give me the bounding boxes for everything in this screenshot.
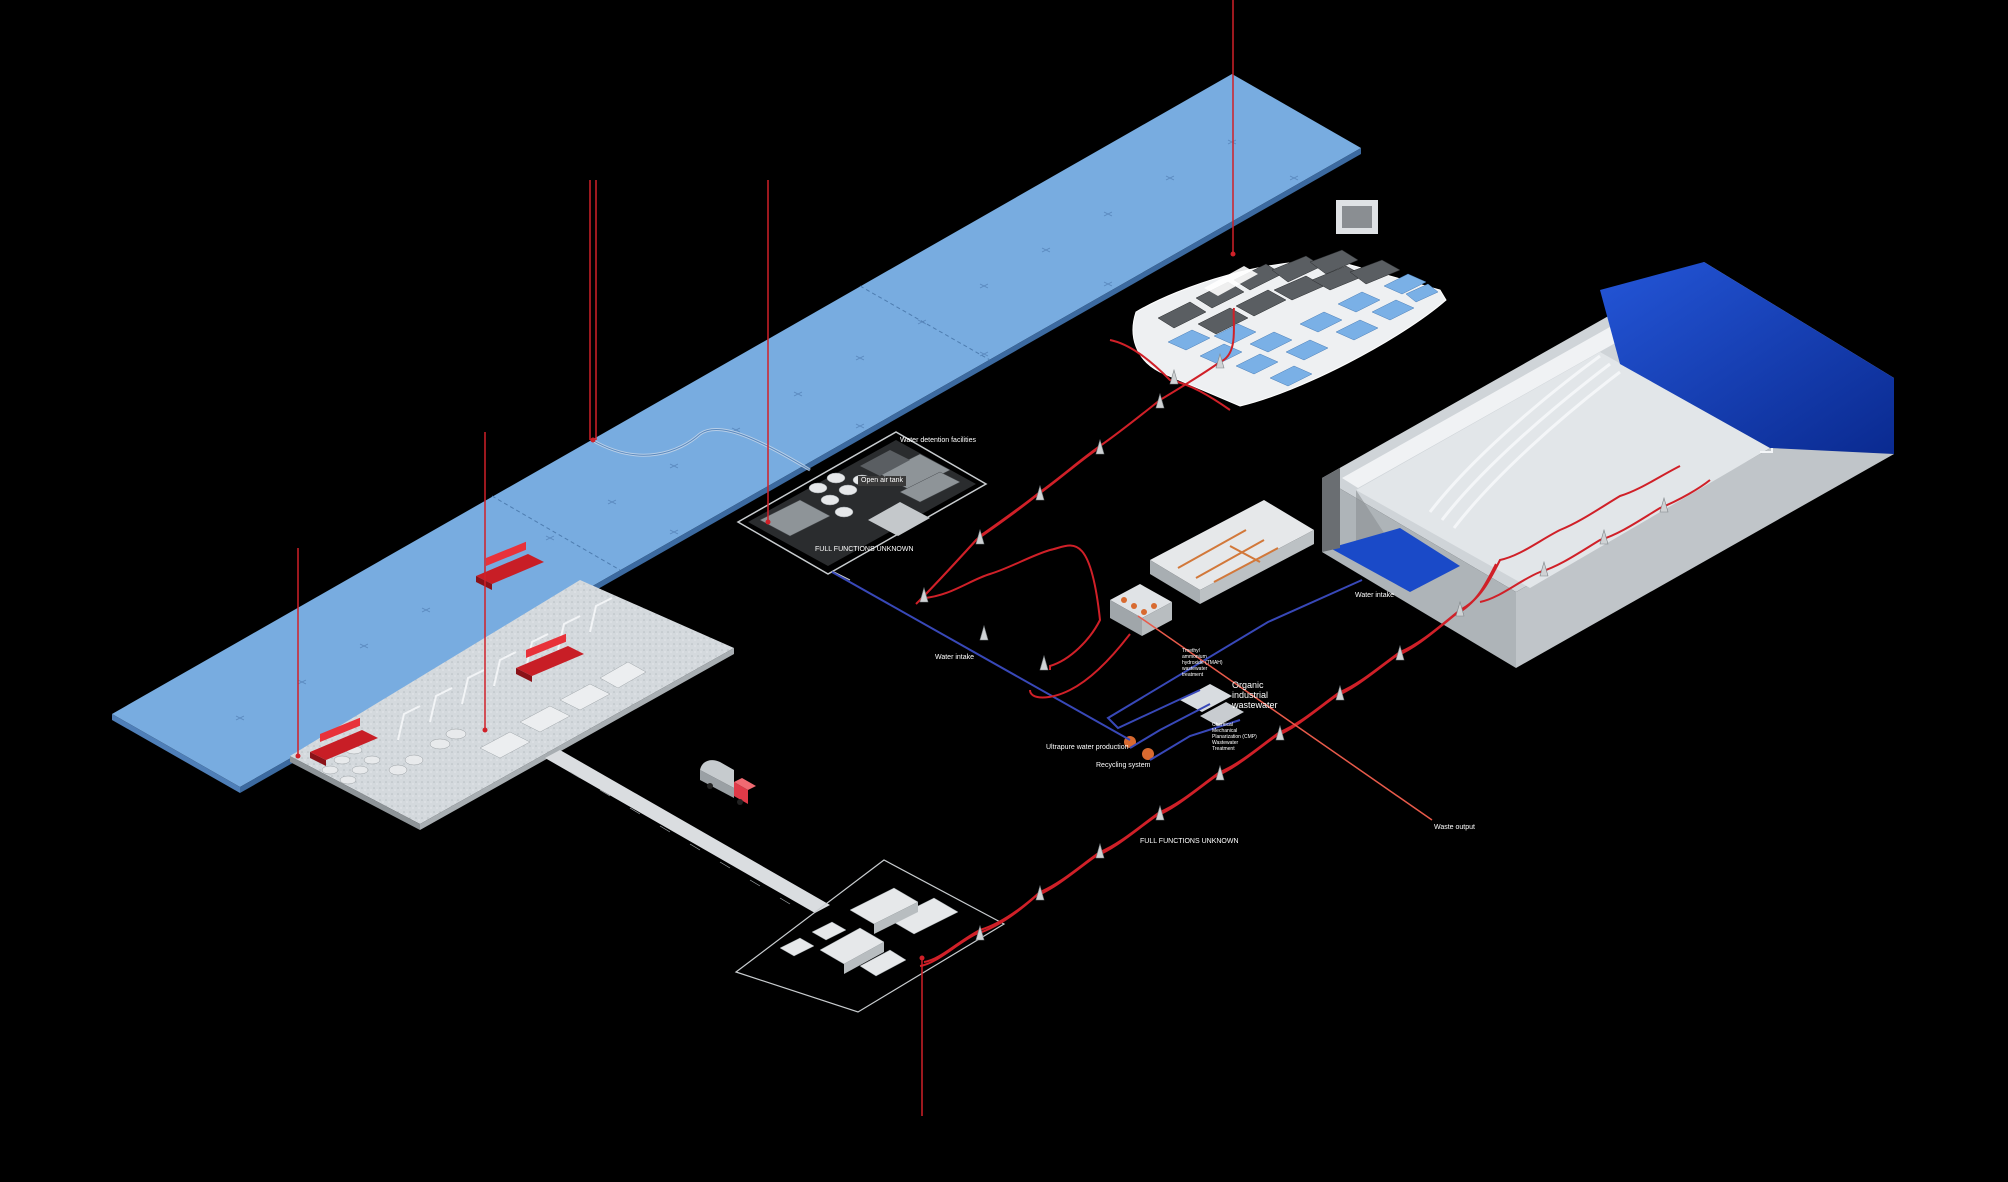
label-full-functions-unknown-2: FULL FUNCTIONS UNKNOWN [1140, 838, 1239, 845]
callout-dots [295, 251, 1236, 961]
waste-output-line [1137, 615, 1433, 821]
storage-tanks [321, 728, 467, 785]
road-markings [569, 771, 791, 905]
water-detention-facility [736, 431, 988, 581]
label-water-intake-right: Water intake [1355, 592, 1395, 599]
label-water-detention-facilities: Water detention facilities [900, 437, 976, 444]
label-tmah-wastewater: Tmethyl ammonium hydroxide (TMAH) wastew… [1182, 648, 1223, 678]
warehouses [479, 661, 647, 759]
label-ultrapure-water-production: Ultrapure water production [1046, 744, 1129, 751]
dam-reservoir [1322, 262, 1894, 668]
tanker-truck-icon [700, 760, 756, 805]
label-organic-industrial-wastewater: Organic industrial wastewater [1232, 680, 1278, 710]
label-waste-output: Waste output [1434, 824, 1475, 831]
label-full-functions-unknown-1: FULL FUNCTIONS UNKNOWN [815, 546, 914, 553]
port-yard [290, 580, 830, 913]
wastewater-treatment-plant [1110, 500, 1314, 760]
grid-marks [235, 139, 1299, 721]
callout-leaders [297, 0, 1234, 1116]
water-surface [112, 74, 1361, 793]
label-water-intake-left: Water intake [935, 654, 975, 661]
label-open-air-tank: Open air tank [858, 476, 907, 486]
label-recycling-system: Recycling system [1096, 762, 1151, 769]
cargo-ship-icon [310, 541, 584, 766]
factory-complex [734, 859, 1006, 1013]
water-intake-pipes [831, 571, 1363, 761]
semiconductor-campus [1132, 200, 1447, 407]
transmission-pylon-icon [919, 352, 1669, 941]
label-cmp-wastewater: Chemical Mechanical Planarization (CMP) … [1212, 722, 1257, 752]
